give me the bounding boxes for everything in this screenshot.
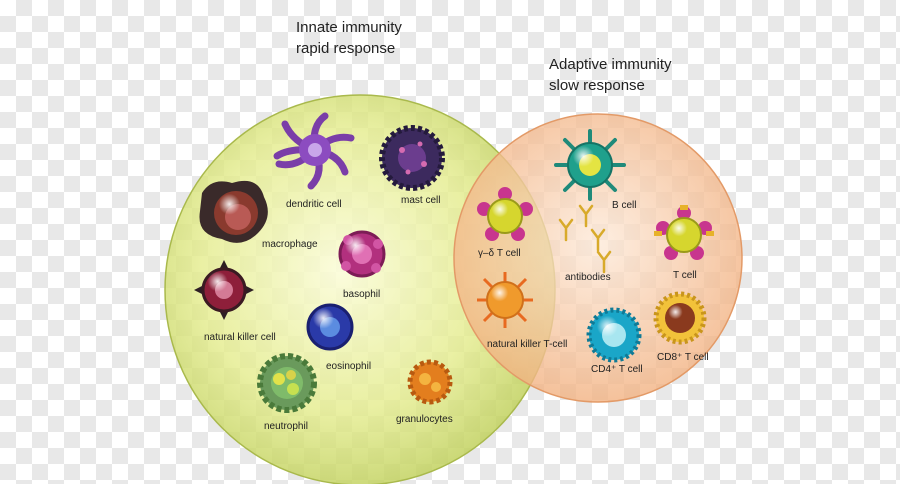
innate-heading: Innate immunity rapid response (296, 17, 402, 59)
label-macrophage: macrophage (262, 239, 318, 250)
antibodies-icon (558, 204, 612, 274)
granulocytes-icon (407, 359, 453, 405)
label-natural-killer-cell: natural killer cell (204, 332, 276, 343)
b-cell-icon (554, 129, 626, 201)
label-mast-cell: mast cell (401, 195, 441, 206)
label-antibodies: antibodies (565, 272, 611, 283)
cd8-t-cell-icon (653, 291, 707, 345)
label-eosinophil: eosinophil (326, 361, 372, 372)
natural-killer-t-cell-icon (477, 272, 533, 328)
label-b-cell: B cell (612, 200, 637, 211)
natural-killer-cell-icon (194, 260, 254, 320)
label-gamma-delta-t-cell: γ–δ T cell (478, 248, 521, 259)
label-basophil: basophil (343, 289, 381, 300)
basophil-icon (338, 230, 386, 278)
label-granulocytes: granulocytes (396, 414, 453, 425)
eosinophil-icon (306, 303, 354, 351)
neutrophil-icon (257, 353, 317, 413)
mast-cell-icon (379, 125, 445, 191)
adaptive-heading: Adaptive immunity slow response (549, 54, 672, 96)
t-cell-icon (654, 205, 714, 260)
adaptive-title: Adaptive immunity (549, 56, 672, 73)
gamma-delta-t-cell-icon (477, 187, 533, 241)
dendritic-cell-icon (273, 112, 355, 190)
label-cd4-t-cell: CD4⁺ T cell (591, 364, 643, 375)
innate-subtitle: rapid response (296, 40, 396, 57)
label-dendritic-cell: dendritic cell (286, 199, 342, 210)
label-cd8-t-cell: CD8⁺ T cell (657, 352, 709, 363)
adaptive-subtitle: slow response (549, 77, 645, 94)
label-neutrophil: neutrophil (264, 421, 308, 432)
label-t-cell: T cell (673, 270, 697, 281)
cd4-t-cell-icon (586, 307, 642, 363)
macrophage-icon (199, 180, 268, 243)
label-natural-killer-t-cell: natural killer T-cell (487, 339, 568, 350)
innate-title: Innate immunity (296, 19, 402, 36)
